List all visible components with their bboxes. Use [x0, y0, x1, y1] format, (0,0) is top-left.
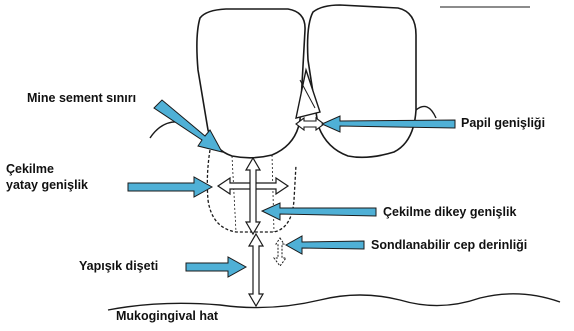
label-cekilme-dikey: Çekilme dikey genişlik: [383, 205, 516, 220]
probing-depth-arrow: [274, 238, 286, 266]
label-sondlanabilir: Sondlanabilir cep derinliği: [371, 238, 527, 253]
recession-depth-double-arrow: [246, 158, 260, 234]
arrow-sondlanabilir: [286, 236, 364, 254]
label-yapisik: Yapışık dişeti: [79, 259, 158, 274]
arrow-cekilme-dikey: [262, 203, 376, 220]
label-cekilme-yatay-1: Çekilme: [6, 162, 54, 177]
label-mukogingival: Mukogingival hat: [116, 309, 218, 324]
arrow-yapisik: [186, 257, 246, 277]
label-papil: Papil genişliği: [461, 116, 545, 131]
attached-gingiva-double-arrow: [249, 234, 263, 306]
right-tooth-crown: [308, 5, 416, 157]
label-cekilme-yatay-2: yatay genişlik: [6, 178, 88, 193]
arrow-cekilme-yatay: [128, 177, 212, 197]
mucogingival-line: [108, 294, 560, 310]
label-mine-sement: Mine sement sınırı: [27, 91, 136, 106]
right-gingiva-line: [416, 106, 436, 118]
